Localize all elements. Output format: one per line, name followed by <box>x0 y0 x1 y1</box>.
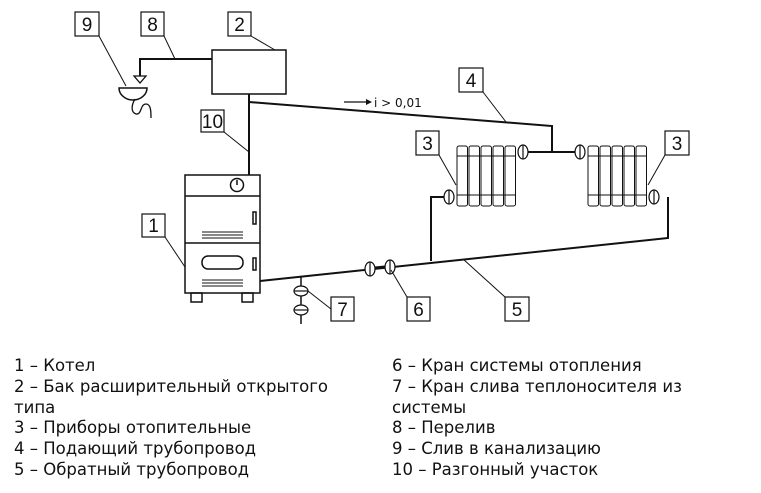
legend-item: 8 – Перелив <box>392 418 496 438</box>
valve-icon <box>384 259 396 275</box>
valve-icon <box>293 285 309 297</box>
radiator-section <box>599 145 611 207</box>
radiator-section <box>611 145 623 207</box>
leader-lines <box>98 35 666 310</box>
legend-right: 6 – Кран системы отопления 7 – Кран слив… <box>392 356 682 481</box>
callout-9: 9 <box>82 15 93 36</box>
radiator-section <box>587 145 599 207</box>
supply-pipe <box>248 101 581 153</box>
drain-funnel-icon <box>118 87 148 101</box>
legend-item: 1 – Котел <box>14 356 96 375</box>
legend-item: 3 – Приборы отопительные <box>14 418 252 438</box>
drain-triangle-icon <box>132 75 148 84</box>
valve-icon <box>574 144 586 160</box>
radiator-section <box>504 145 516 207</box>
radiator-section <box>468 145 480 207</box>
radiator-2 <box>587 145 647 207</box>
legend-item: 7 – Кран слива теплоносителя из <box>392 376 682 396</box>
radiator-section <box>492 145 504 207</box>
overflow-pipe <box>139 58 212 76</box>
valve-icon <box>517 144 529 160</box>
legend-item: 5 – Обратный трубопровод <box>14 459 250 479</box>
schematic: i > 0,01 1 2 3 3 4 5 <box>74 11 690 324</box>
callout-4: 4 <box>466 71 477 92</box>
return-pipe <box>259 196 669 282</box>
radiator-section <box>635 145 647 207</box>
radiator-section <box>623 145 635 207</box>
legend-item: 6 – Кран системы отопления <box>392 356 642 375</box>
legend-item: типа <box>14 397 56 417</box>
legend-item: 2 – Бак расширительный открытого <box>14 376 329 396</box>
callout-8: 8 <box>147 15 158 36</box>
gauge-icon <box>229 177 245 193</box>
callout-10: 10 <box>202 112 223 133</box>
callout-7: 7 <box>337 300 348 321</box>
valves <box>293 144 660 316</box>
valve-icon <box>293 304 309 316</box>
slope-note: i > 0,01 <box>374 96 422 110</box>
drain-hose <box>131 98 152 119</box>
boiler <box>184 174 261 303</box>
callout-3b: 3 <box>672 134 683 155</box>
expansion-tank <box>211 49 287 95</box>
valve-icon <box>648 189 660 205</box>
callout-1: 1 <box>148 216 159 237</box>
legend-item: 4 – Подающий трубопровод <box>14 439 257 459</box>
valve-icon <box>364 261 376 277</box>
callouts: 1 2 3 3 4 5 6 7 8 9 10 <box>74 11 690 322</box>
radiator-section <box>480 145 492 207</box>
callout-5: 5 <box>512 300 523 321</box>
valve-icon <box>443 189 455 205</box>
callout-6: 6 <box>413 300 424 321</box>
callout-2: 2 <box>234 15 245 36</box>
radiator-1 <box>456 145 516 207</box>
legend-item: системы <box>392 397 467 417</box>
legend-left: 1 – Котел 2 – Бак расширительный открыто… <box>14 356 328 481</box>
radiator-section <box>456 145 468 207</box>
callout-3a: 3 <box>422 134 433 155</box>
legend-item: 10 – Разгонный участок <box>392 459 599 479</box>
legend-item: 9 – Слив в канализацию <box>392 439 601 459</box>
arrow-head-icon <box>366 99 372 105</box>
